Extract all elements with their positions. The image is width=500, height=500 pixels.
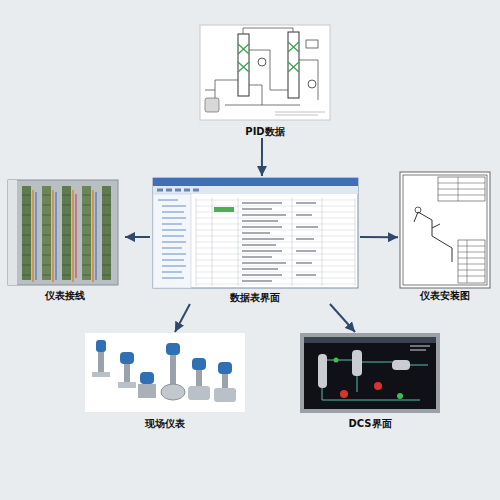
photo-bg [85,333,245,412]
terminal-strip [42,186,51,280]
manifold [138,384,156,398]
image-node: DCS界面 [298,332,442,430]
value-text [410,346,430,350]
flow-body [214,388,236,402]
transmitter-body [170,355,176,385]
process-line [322,360,428,400]
pid-tank [205,98,219,112]
monitor-frame [300,333,440,413]
node-caption: 仪表安装图 [420,290,470,302]
pid-packing [238,44,249,72]
transmitter-head [140,372,154,384]
terminal-marks [22,195,111,275]
pid-exchanger [306,40,318,48]
valve-green [397,393,403,399]
table-text [242,203,286,281]
terminal-strip [62,186,71,280]
pid-sheet [200,25,330,120]
transmitter-head [192,358,206,370]
wire [76,194,77,278]
tree-items [158,200,186,278]
field-instruments [85,333,245,412]
terminal-strip [22,186,31,280]
transmitter-head [166,343,180,355]
image-node: PID数据 [200,22,330,138]
table-cols [196,198,355,286]
table-rows [196,200,355,284]
pid-pump [308,80,316,88]
vessel [318,354,327,388]
flow-arrow [125,236,150,238]
title-bar [153,178,358,186]
screen [304,337,436,409]
dcs-screen [300,333,440,413]
flow-element [161,384,185,400]
window-frame [153,178,358,288]
transmitter-body [222,374,228,388]
flow-arrow [261,138,263,176]
title-table [438,177,485,201]
image-node: 仪表安装图 [398,170,492,302]
flange [118,382,136,388]
pump-red [374,382,382,390]
transmitter-head [120,352,134,364]
flange [92,372,110,377]
image-node: 现场仪表 [82,332,248,430]
flow-arrow [330,304,355,332]
pid-pump [258,58,266,66]
node-caption: PID数据 [245,126,284,138]
transmitter-head [96,340,106,352]
valve-green [334,358,339,363]
transmitter-body [124,364,130,382]
pid-packing [288,42,299,72]
transmitter-head [218,362,232,374]
terminal-strip [82,186,91,280]
toolbar-icons [157,189,199,192]
cabinet-frame [8,180,118,285]
pid-drawing [200,25,330,120]
node-caption: 现场仪表 [145,418,185,430]
pid-line [205,28,318,105]
instrument-symbol [415,207,421,213]
transmitter-body [98,352,104,372]
drawing-sheet [400,172,490,288]
installation-drawing [400,172,490,288]
title-table-lines [438,177,485,201]
pid-notes [275,112,325,115]
table-text [296,203,318,275]
node-caption: 数据表界面 [230,292,280,304]
image-node: 仪表接线 [5,178,125,302]
parts-table-lines [458,240,485,283]
pipe-sketch [414,212,452,262]
vessel [392,360,410,370]
flow-arrow [175,304,190,332]
transmitter-body [196,370,202,386]
pid-column [288,32,299,98]
pump-red [340,390,348,398]
image-node: 数据表界面 [150,176,360,304]
data-table-screen [153,178,358,288]
node-caption: 仪表接线 [45,290,85,302]
flow-arrow [360,236,398,238]
pid-column [238,34,249,96]
drawing-border [403,175,487,285]
node-caption: DCS界面 [348,418,391,430]
flow-body [188,386,210,400]
parts-table [458,240,485,283]
tree-panel [153,194,191,288]
screen-header [304,337,436,343]
vessel [352,350,362,376]
wiring-cabinet [8,180,118,285]
wire [33,190,93,282]
wire [36,192,96,280]
terminal-strip [102,186,111,280]
toolbar [153,186,358,194]
app-logo [214,207,234,212]
cabinet-door [8,180,17,285]
